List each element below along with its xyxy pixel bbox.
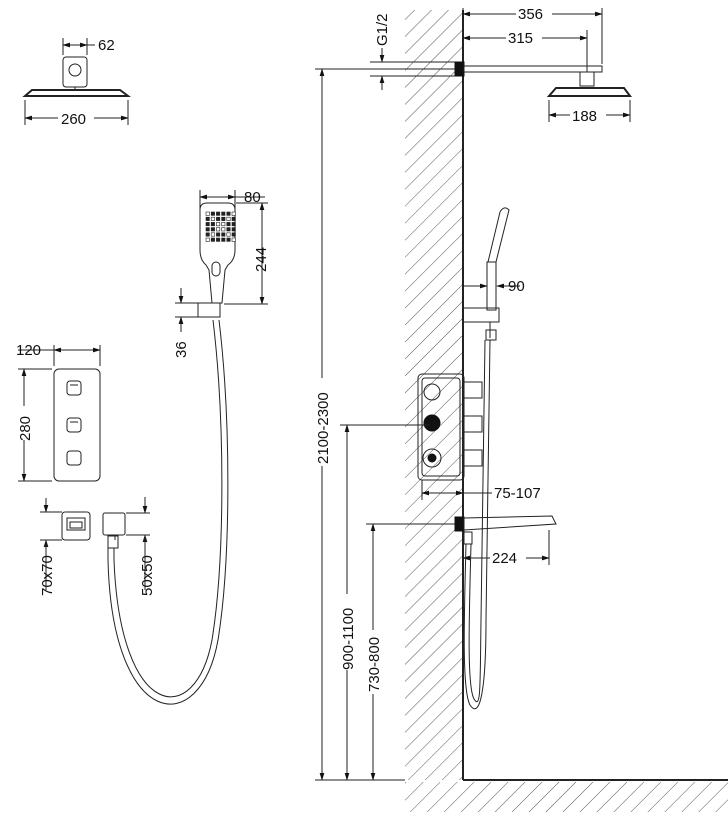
- spray-nozzle: [216, 222, 221, 227]
- spray-nozzle: [205, 227, 210, 232]
- dim-head-mount-width: 62: [62, 37, 115, 55]
- wall-outlet: [61, 511, 91, 541]
- dim-head-height: 2100-2300: [312, 68, 455, 781]
- spray-nozzle: [221, 237, 226, 242]
- spray-nozzle: [231, 237, 236, 242]
- dim-label-188: 188: [572, 108, 597, 125]
- spray-nozzle: [226, 227, 231, 232]
- dim-label-356: 356: [518, 6, 543, 23]
- hand-shower: [197, 202, 236, 318]
- spray-nozzle: [221, 222, 226, 227]
- spray-nozzle: [221, 211, 226, 216]
- dim-spout-height: 730-800: [364, 523, 455, 781]
- dim-label-120: 120: [16, 342, 41, 359]
- spray-nozzle: [221, 216, 226, 221]
- spray-nozzle: [231, 211, 236, 216]
- wall: [405, 10, 464, 780]
- dim-label-mixer-depth: 75-107: [494, 485, 541, 502]
- spray-nozzles: [205, 211, 236, 242]
- tub-spout: [454, 515, 557, 545]
- connector-block: [102, 512, 126, 540]
- spray-nozzle: [205, 237, 210, 242]
- floor: [405, 779, 728, 812]
- spray-nozzle: [210, 222, 215, 227]
- dim-thread: G1/2: [370, 13, 455, 90]
- spray-nozzle: [205, 211, 210, 216]
- spray-nozzle: [226, 222, 231, 227]
- dim-label-315: 315: [508, 30, 533, 47]
- hose-left: [107, 319, 229, 705]
- dim-label-70x70: 70x70: [39, 555, 56, 596]
- spray-nozzle: [210, 211, 215, 216]
- dim-label-80: 80: [244, 189, 261, 206]
- dim-head-width: 260: [24, 100, 129, 128]
- spray-nozzle: [216, 232, 221, 237]
- spray-nozzle: [226, 232, 231, 237]
- spray-nozzle: [210, 227, 215, 232]
- spray-nozzle: [210, 216, 215, 221]
- dim-label-244: 244: [253, 247, 270, 272]
- dim-label-36: 36: [173, 341, 190, 358]
- dim-arm-total: 356: [462, 4, 603, 64]
- spray-nozzle: [226, 211, 231, 216]
- dim-label-62: 62: [98, 37, 115, 54]
- spray-nozzle: [231, 232, 236, 237]
- dim-connector-size: 50x50: [126, 497, 156, 596]
- spray-nozzle: [216, 211, 221, 216]
- wall-hand-shower: [462, 207, 510, 341]
- spray-nozzle: [216, 237, 221, 242]
- spray-nozzle: [226, 237, 231, 242]
- spray-nozzle: [210, 237, 215, 242]
- dim-label-50x50: 50x50: [139, 555, 156, 596]
- spray-nozzle: [205, 232, 210, 237]
- dim-panel-height: 280: [16, 368, 52, 482]
- spray-nozzle: [205, 222, 210, 227]
- hose-right: [463, 339, 491, 710]
- spray-nozzle: [226, 216, 231, 221]
- spray-nozzle: [231, 227, 236, 232]
- dim-label-90: 90: [508, 278, 525, 295]
- spray-nozzle: [205, 216, 210, 221]
- spray-nozzle: [216, 216, 221, 221]
- dim-head-diameter: 188: [548, 100, 631, 125]
- dim-hand-shower-height: 244: [224, 202, 270, 305]
- spray-nozzle: [231, 222, 236, 227]
- dim-label-spout-height: 730-800: [366, 637, 383, 692]
- dim-label-260: 260: [61, 111, 86, 128]
- dim-label-thread: G1/2: [374, 13, 391, 46]
- shower-head-front-view: [22, 56, 131, 97]
- control-panel: [53, 368, 101, 482]
- dim-label-224: 224: [492, 550, 517, 567]
- spray-nozzle: [231, 216, 236, 221]
- dim-outlet-size: 70x70: [39, 498, 62, 596]
- dim-hand-shower-width: 80: [199, 189, 265, 210]
- dim-holder-height: 36: [173, 288, 198, 358]
- dim-label-mixer-height: 900-1100: [340, 608, 357, 670]
- concealed-mixer: [417, 373, 483, 481]
- spray-nozzle: [210, 232, 215, 237]
- dim-spout-length: 224: [462, 530, 550, 567]
- dim-panel-width: 120: [16, 342, 101, 366]
- spray-nozzle: [221, 232, 226, 237]
- dim-mixer-depth: 75-107: [421, 480, 541, 502]
- dim-label-280: 280: [17, 416, 34, 441]
- dim-label-head-height: 2100-2300: [315, 392, 332, 464]
- spray-nozzle: [221, 227, 226, 232]
- dim-arm-length: 315: [462, 28, 588, 72]
- spray-nozzle: [216, 227, 221, 232]
- dim-mixer-height: 900-1100: [338, 424, 430, 781]
- shower-arm: [454, 61, 632, 97]
- dim-handle-depth: 90: [463, 278, 525, 295]
